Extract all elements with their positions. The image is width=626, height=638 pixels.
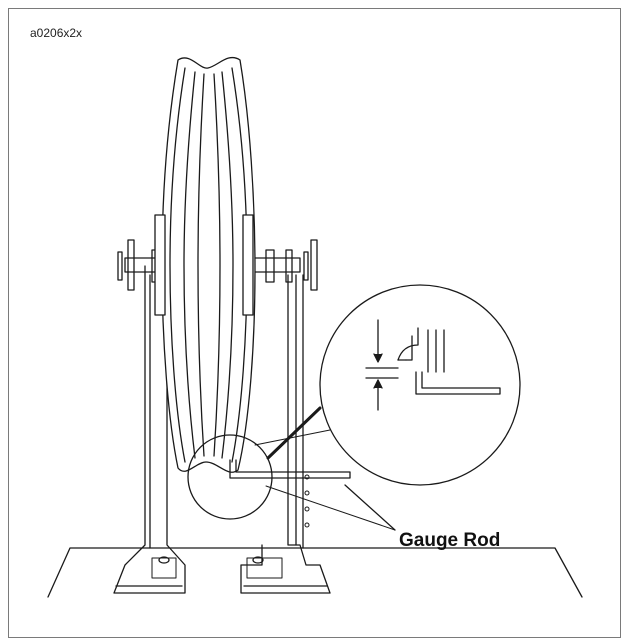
magnifier-connector: [254, 406, 396, 531]
table-surface: [47, 547, 583, 598]
left-stand: [113, 265, 186, 594]
wheel: [154, 56, 256, 473]
figure-frame: [8, 8, 621, 638]
magnifier-circle-large: [319, 284, 521, 486]
gauge-rod: [229, 459, 351, 479]
right-stand: [240, 274, 331, 594]
gauge-rod-label: Gauge Rod: [399, 530, 501, 551]
magnifier-circle-small: [187, 434, 273, 520]
figure-id-label: a0206x2x: [30, 26, 83, 40]
label-leader: [344, 484, 396, 531]
